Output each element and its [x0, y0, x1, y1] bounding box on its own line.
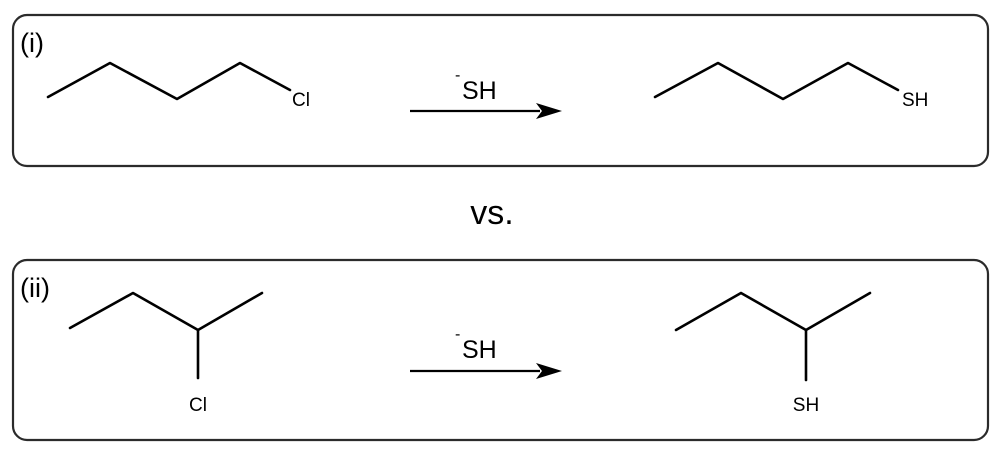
reagent-charge: -	[455, 67, 460, 84]
versus-label: vs.	[470, 194, 513, 232]
reagent-label: SH	[462, 77, 497, 105]
reaction-arrow	[410, 103, 562, 119]
reactant-skeleton	[68, 291, 264, 332]
reagent-label: SH	[462, 336, 497, 364]
reactant-chlorine-atom: Cl	[292, 90, 310, 111]
product-skeleton	[674, 291, 872, 332]
reactant-skeleton	[46, 61, 292, 101]
reaction-arrow	[410, 363, 562, 379]
panel-border	[11, 13, 990, 168]
product-thiol-group: SH	[902, 90, 928, 111]
product-skeleton	[653, 61, 900, 101]
panel-label: (i)	[20, 28, 44, 58]
reaction-panel-i: (i) Cl - SH SH	[11, 13, 990, 168]
panel-border	[11, 258, 990, 442]
reactant-chlorine-atom: Cl	[189, 395, 207, 416]
panel-label: (ii)	[20, 273, 50, 303]
reagent-charge: -	[455, 326, 460, 343]
product-thiol-group: SH	[793, 395, 819, 416]
reaction-panel-ii: (ii) Cl - SH SH	[11, 258, 990, 442]
